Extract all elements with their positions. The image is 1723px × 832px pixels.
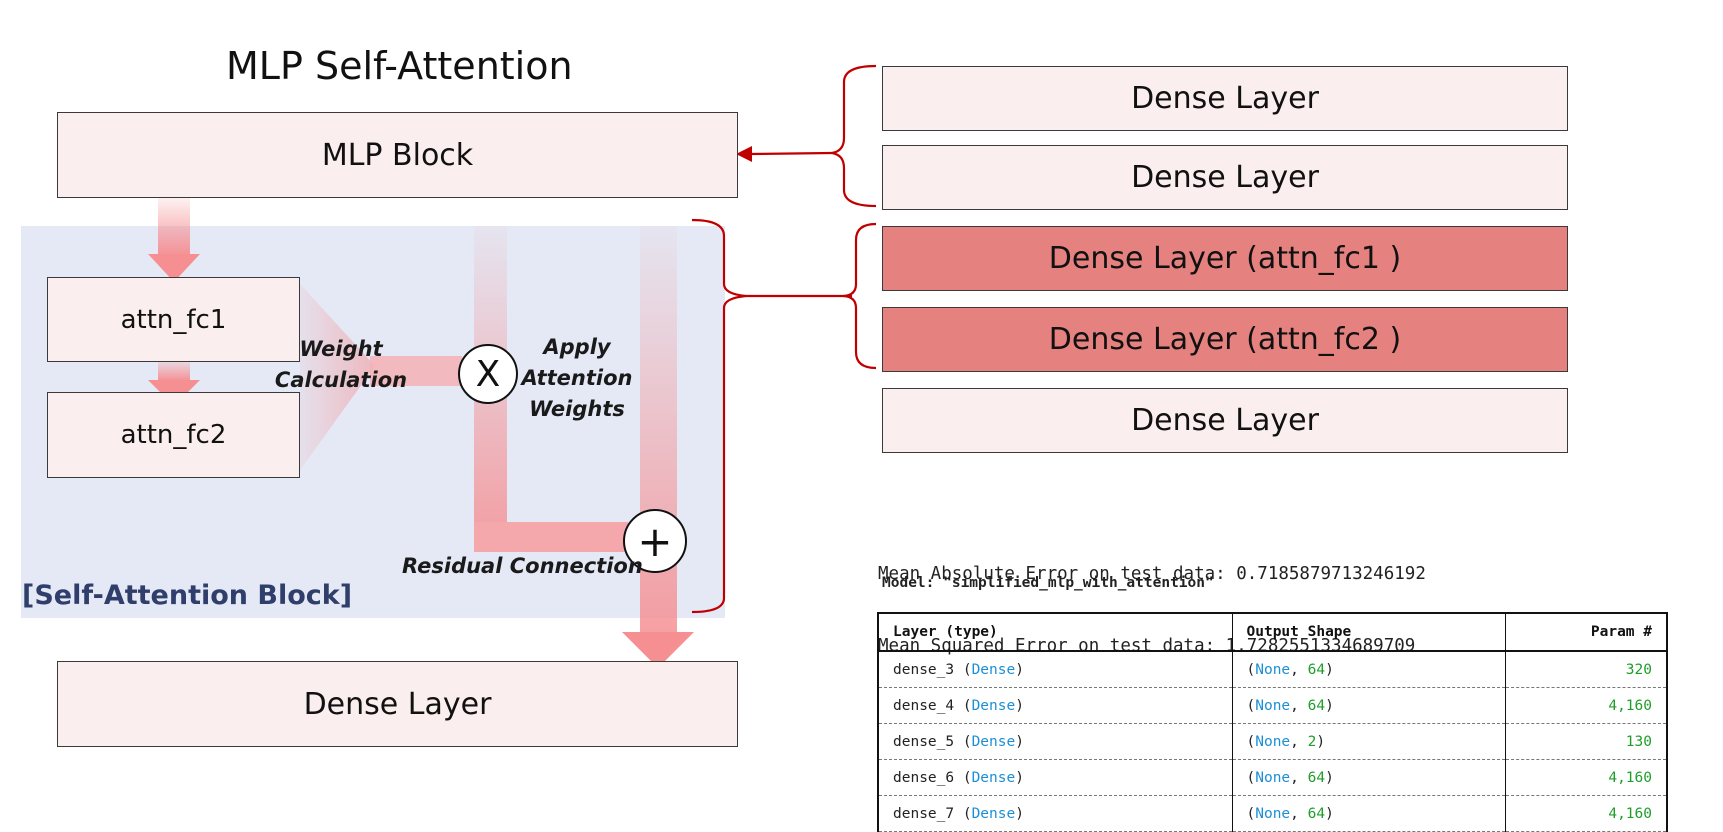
output-shape-cell: (None, 64) (1231, 687, 1506, 724)
table-row: dense_7 (Dense)(None, 64) 4,160 (877, 795, 1668, 832)
layer-name: dense_3 (893, 661, 955, 678)
apply-weights-label: Apply Attention Weights (512, 332, 642, 425)
header-layer-type: Layer (type) (877, 612, 1232, 652)
table-row: dense_4 (Dense)(None, 64) 4,160 (877, 687, 1668, 724)
table-row: dense_6 (Dense)(None, 64) 4,160 (877, 759, 1668, 796)
param-count: 4,160 (1608, 769, 1652, 786)
shape-batch-dim: None (1255, 805, 1291, 822)
weight-calc-line-2: Calculation (274, 368, 408, 392)
table-row: dense_3 (Dense)(None, 64) 320 (877, 651, 1668, 688)
param-count-cell: 4,160 (1505, 795, 1668, 832)
stack-dense-layer-attn-fc2: Dense Layer (attn_fc2 ) (882, 307, 1568, 372)
apply-weights-line-3: Weights (529, 397, 625, 421)
weight-flow-bar (370, 356, 462, 386)
residual-label: Residual Connection (402, 554, 643, 578)
weight-calc-arrow (300, 284, 375, 470)
output-shape-cell: (None, 64) (1231, 651, 1506, 688)
header-param-count: Param # (1505, 612, 1668, 652)
arrow-to-mlp-block (749, 151, 833, 156)
attn-fc2-box: attn_fc2 (47, 392, 300, 478)
layer-type: Dense (971, 805, 1016, 822)
output-dense-layer: Dense Layer (57, 661, 738, 747)
multiply-operator: X (458, 344, 518, 404)
shape-units: 2 (1307, 733, 1317, 750)
model-name: Model: "simplified_mlp_with_attention" (882, 575, 1214, 591)
shape-units: 64 (1307, 769, 1326, 786)
stack-dense-layer-5: Dense Layer (882, 388, 1568, 453)
param-count: 320 (1625, 661, 1652, 678)
layer-type: Dense (971, 661, 1016, 678)
layer-name-cell: dense_4 (Dense) (877, 687, 1232, 724)
layer-name-cell: dense_6 (Dense) (877, 759, 1232, 796)
self-attention-block-caption: [Self-Attention Block] (22, 580, 353, 611)
arrow-to-mlp-block-head (736, 146, 752, 162)
header-output-shape: Output Shape (1231, 612, 1506, 652)
layer-name-cell: dense_7 (Dense) (877, 795, 1232, 832)
mlp-block-box: MLP Block (57, 112, 738, 198)
param-count-cell: 320 (1505, 651, 1668, 688)
param-count-cell: 4,160 (1505, 687, 1668, 724)
param-count-cell: 130 (1505, 723, 1668, 760)
param-count: 130 (1625, 733, 1652, 750)
bracket-mlp-block (831, 64, 877, 208)
layer-name: dense_5 (893, 733, 955, 750)
param-count-cell: 4,160 (1505, 759, 1668, 796)
layer-name: dense_6 (893, 769, 955, 786)
layer-name-cell: dense_5 (Dense) (877, 723, 1232, 760)
param-count: 4,160 (1608, 697, 1652, 714)
shape-batch-dim: None (1255, 661, 1291, 678)
stack-dense-layer-1: Dense Layer (882, 66, 1568, 131)
model-summary-table: Layer (type) Output Shape Param # dense_… (877, 612, 1668, 832)
layer-name: dense_4 (893, 697, 955, 714)
output-shape-cell: (None, 2) (1231, 723, 1506, 760)
apply-weights-line-2: Attention (521, 366, 633, 390)
shape-units: 64 (1307, 697, 1326, 714)
arrow-mlp-to-fc1 (148, 198, 200, 282)
residual-horizontal (474, 522, 628, 552)
shape-units: 64 (1307, 805, 1326, 822)
shape-batch-dim: None (1255, 733, 1291, 750)
weight-calc-label: Weight Calculation (266, 334, 416, 396)
output-shape-cell: (None, 64) (1231, 759, 1506, 796)
layer-type: Dense (971, 697, 1016, 714)
layer-type: Dense (971, 769, 1016, 786)
table-row: dense_5 (Dense)(None, 2) 130 (877, 723, 1668, 760)
layer-type: Dense (971, 733, 1016, 750)
shape-batch-dim: None (1255, 769, 1291, 786)
stack-dense-layer-2: Dense Layer (882, 145, 1568, 210)
bracket-attn-layers (843, 222, 877, 370)
mae-text: Mean Absolute Error on test data: 0.7185… (878, 564, 1426, 584)
output-shape-cell: (None, 64) (1231, 795, 1506, 832)
shape-batch-dim: None (1255, 697, 1291, 714)
attn-fc1-box: attn_fc1 (47, 277, 300, 362)
param-count: 4,160 (1608, 805, 1652, 822)
layer-name-cell: dense_3 (Dense) (877, 651, 1232, 688)
shape-units: 64 (1307, 661, 1326, 678)
weight-calc-line-1: Weight (299, 337, 383, 361)
summary-header-row: Layer (type) Output Shape Param # (877, 612, 1668, 652)
diagram-title: MLP Self-Attention (226, 44, 573, 88)
layer-name: dense_7 (893, 805, 955, 822)
apply-weights-line-1: Apply (543, 335, 611, 359)
stack-dense-layer-attn-fc1: Dense Layer (attn_fc1 ) (882, 226, 1568, 291)
add-operator: + (623, 509, 687, 573)
